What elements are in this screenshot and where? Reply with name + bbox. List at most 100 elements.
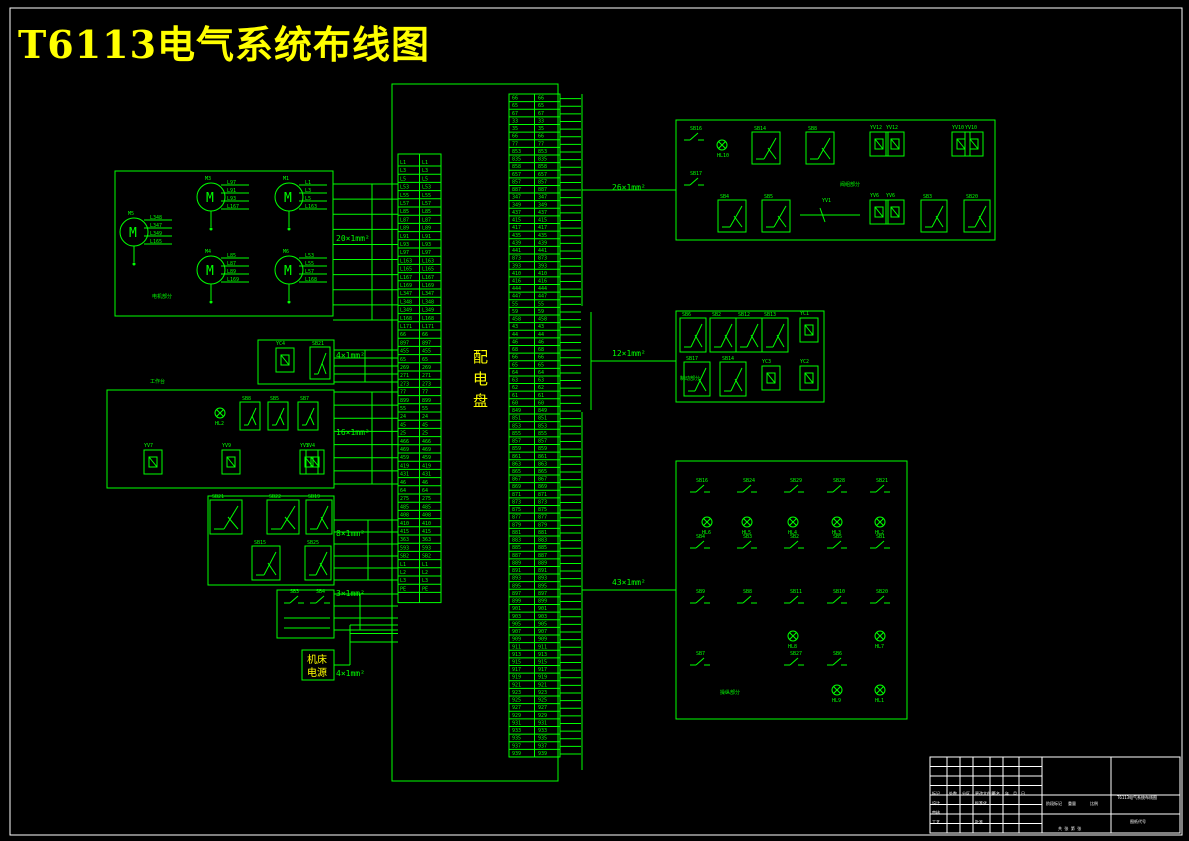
switch-name: SB1	[876, 534, 885, 540]
title-block-cell: 标记	[932, 790, 940, 796]
right-terminal-label: 437	[512, 210, 521, 216]
right-terminal-label: 929	[512, 713, 521, 719]
lamp-cross	[216, 409, 224, 417]
lamp-circle	[874, 516, 886, 528]
right-terminal-label: 875	[512, 507, 521, 513]
switch-name: SB16	[696, 478, 708, 484]
right-terminal-label-right: 917	[538, 667, 547, 673]
switch-name: SB29	[790, 478, 802, 484]
left-terminal-label: 419	[400, 463, 409, 469]
coil-body	[226, 456, 236, 468]
switch-blade	[695, 657, 705, 666]
left-terminal-label-right: L165	[422, 267, 434, 273]
switch-name: SB12	[738, 312, 750, 318]
motor-name: M1	[283, 176, 289, 182]
motor-terminal-label: L1	[305, 180, 311, 186]
motor-symbol: M	[284, 264, 292, 279]
coil-diag	[804, 324, 814, 336]
left-terminal-label-right: L3	[422, 168, 428, 174]
coil-frame	[869, 199, 889, 225]
switch-blade	[931, 205, 944, 228]
title-block-cell: 更改文件号	[975, 790, 995, 796]
right-terminal-label-right: 887	[538, 553, 547, 559]
right-terminal-label-right: 903	[538, 614, 547, 620]
lamp-cross	[876, 632, 884, 640]
right-terminal-label-right: 937	[538, 743, 547, 749]
left-terminal-label: 273	[400, 381, 409, 387]
right-terminal-label: 435	[512, 233, 521, 239]
left-terminal-label: 25	[400, 431, 406, 437]
title-block-stage: 阶段标记	[1046, 800, 1062, 806]
title-block-cell: 标准化	[975, 800, 987, 806]
switch-contact	[767, 147, 777, 160]
left-terminal-label-right: 65	[422, 357, 428, 363]
left-terminal-label: L168	[400, 316, 412, 322]
title-block-cell: 工艺	[932, 820, 940, 825]
lamp-circle	[214, 407, 226, 419]
left-terminal-label-right: 431	[422, 472, 431, 478]
lamp-cross	[876, 518, 884, 526]
right-terminal-label-right: 883	[538, 538, 547, 544]
left-terminal-label: 459	[400, 455, 409, 461]
switch-name: SB5	[833, 534, 842, 540]
switch-contact	[320, 516, 329, 530]
right-terminal-label-right: 835	[538, 157, 547, 163]
left-terminal-label-right: L1	[422, 562, 428, 568]
right-terminal-label: 925	[512, 698, 521, 704]
coil-name: YC4	[276, 341, 285, 347]
switch-blade	[742, 540, 752, 549]
right-terminal-label: 909	[512, 637, 521, 643]
switch-box	[920, 199, 948, 233]
switch-name: SB15	[254, 540, 266, 546]
right-terminal-label-right: 458	[538, 317, 547, 323]
switch-blade	[742, 595, 752, 604]
coil-diag	[890, 138, 900, 150]
right-terminal-label-right: 863	[538, 461, 547, 467]
right-terminal-label: 444	[512, 286, 521, 292]
left-terminal-label-right: 469	[422, 447, 431, 453]
left-terminal-label-right: 273	[422, 381, 431, 387]
motor-terminal-label: L55	[305, 261, 314, 267]
switch-contact	[821, 147, 831, 160]
right-terminal-label-right: 853	[538, 149, 547, 155]
left-terminal-label-right: L5	[422, 176, 428, 182]
motor-terminal-label: L87	[227, 261, 236, 267]
switch-contact	[309, 415, 315, 426]
cable-label-right-top: 26×1mm²	[612, 183, 646, 192]
coil-name: YV3	[300, 443, 309, 449]
right-terminal-label: 907	[512, 629, 521, 635]
right-terminal-label: 887	[512, 553, 521, 559]
right-terminal-label-right: 66	[538, 134, 544, 140]
title-block-stage: 比例	[1090, 800, 1098, 806]
switch-name: SB10	[833, 589, 845, 595]
right-terminal-label: 66	[512, 355, 518, 361]
switch-blade	[832, 595, 842, 604]
left-terminal-label-right: 45	[422, 422, 428, 428]
right-terminal-label: 33	[512, 118, 518, 124]
left-terminal-label: 55	[400, 406, 406, 412]
coil-body	[969, 138, 979, 150]
coil-frame	[143, 449, 163, 475]
right-terminal-label: 879	[512, 522, 521, 528]
left-terminal-label: 77	[400, 390, 406, 396]
left-terminal-label: L349	[400, 308, 412, 314]
coil-name: YV10	[965, 125, 977, 131]
coil-frame	[305, 449, 325, 475]
left-terminal-label-right: L57	[422, 201, 431, 207]
left-terminal-label-right: L1	[422, 160, 428, 166]
panel-label-3: 盘	[473, 392, 488, 410]
switch-name: SB4	[316, 589, 325, 595]
title-block-sheet: 共 张 第 张	[1058, 825, 1081, 831]
left-terminal-label: L2	[400, 570, 406, 576]
switch-name: SB6	[833, 651, 842, 657]
coil-body	[874, 206, 884, 218]
right-terminal-label-right: 439	[538, 240, 547, 246]
right-terminal-label-right: 67	[538, 111, 544, 117]
right-terminal-label-right: 417	[538, 225, 547, 231]
right-terminal-label: 869	[512, 484, 521, 490]
left-terminal-label: L1	[400, 160, 406, 166]
right-terminal-label-right: 66	[538, 96, 544, 102]
right-terminal-label: 65	[512, 103, 518, 109]
right-terminal-label-right: 393	[538, 263, 547, 269]
switch-contact	[284, 516, 296, 530]
